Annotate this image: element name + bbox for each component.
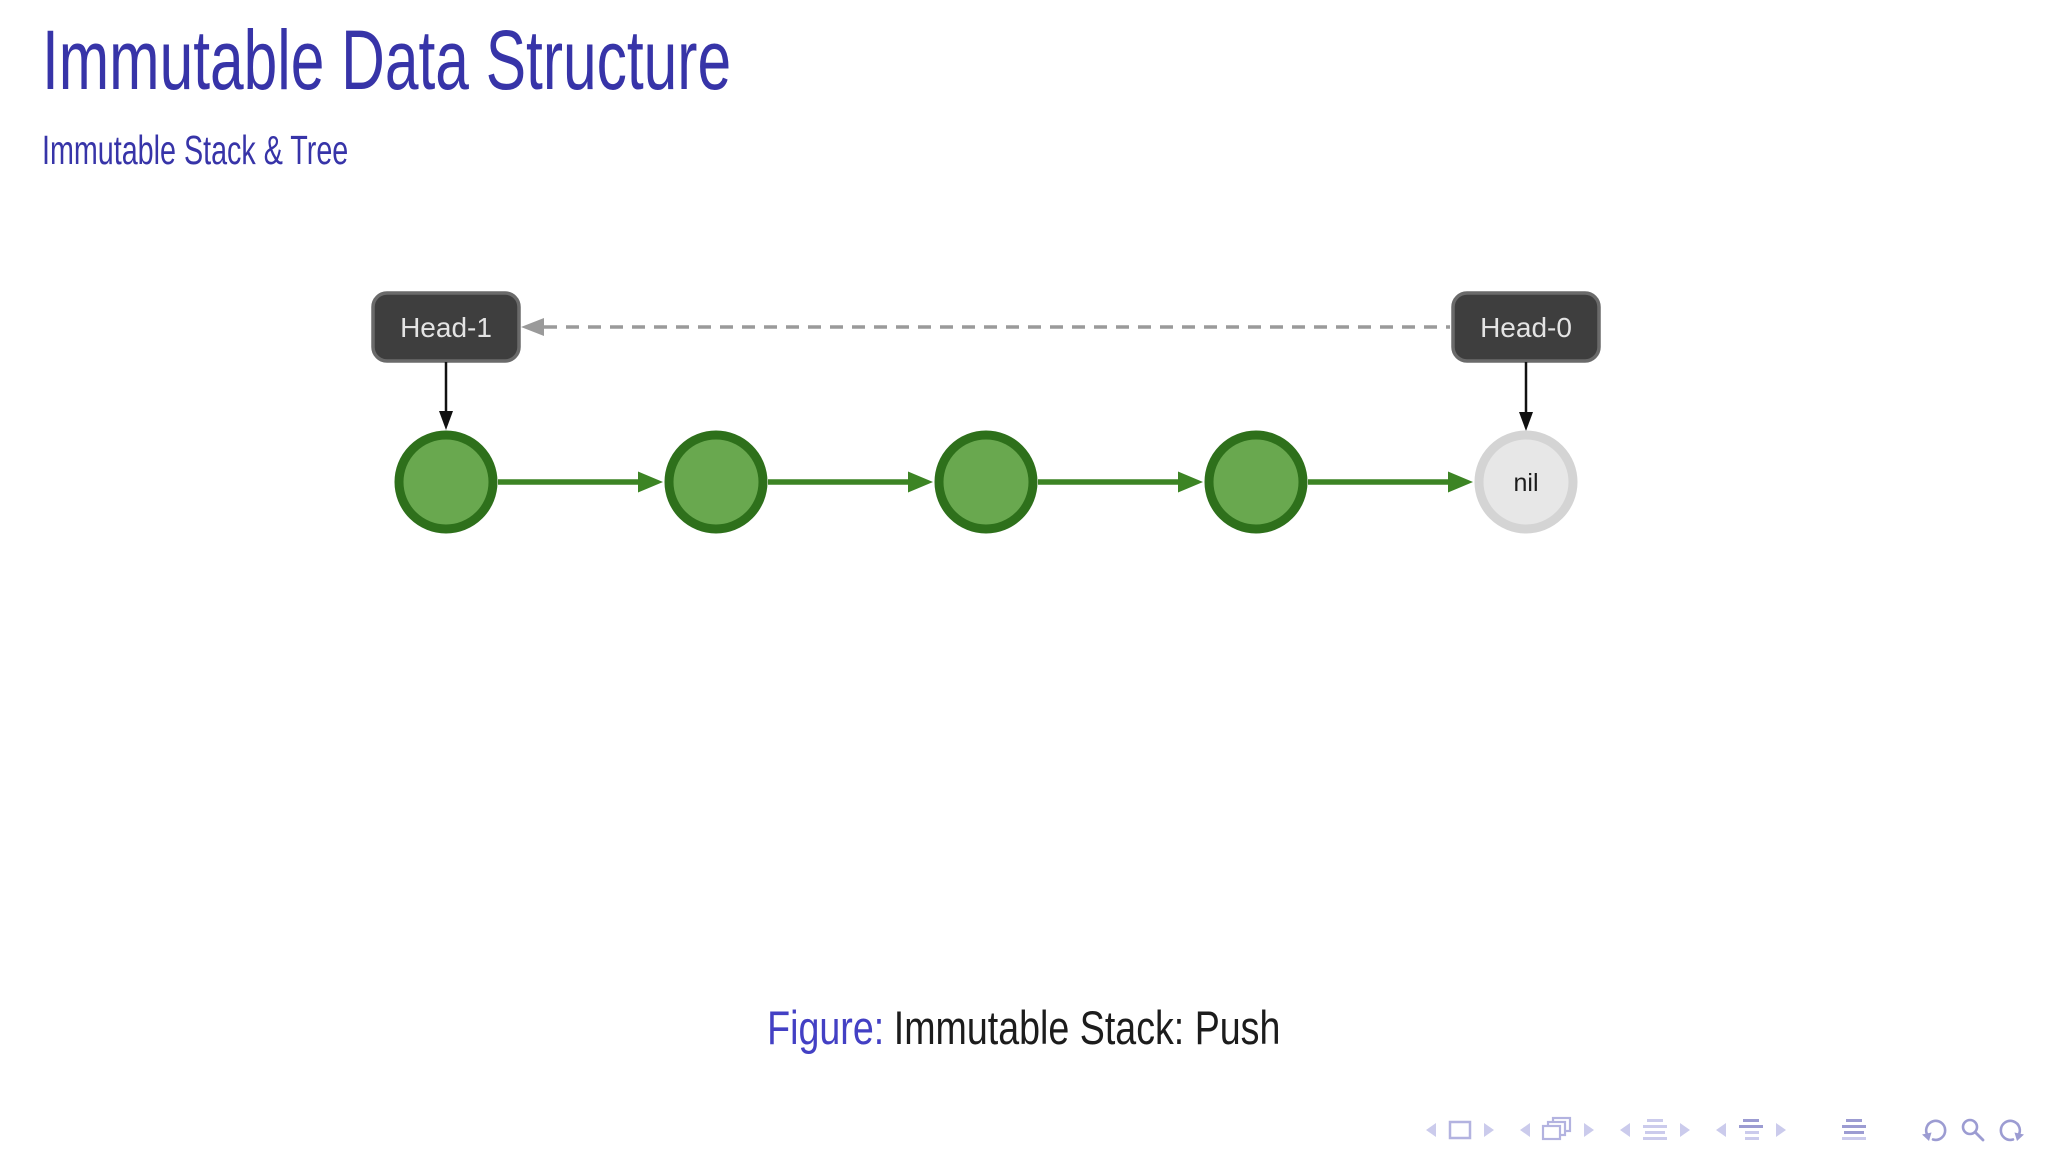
next-pointer-arrow [1308, 471, 1473, 493]
frames-overlay-icon[interactable] [1541, 1116, 1573, 1144]
page-title-text: Immutable Data Structure [42, 13, 732, 107]
head0-box: Head-0 [1451, 291, 1601, 363]
current-slide-icon[interactable] [1447, 1119, 1473, 1141]
nil-label: nil [1513, 469, 1538, 497]
stack-node-chain [394, 430, 1473, 534]
appendix-document-icon[interactable] [1840, 1117, 1868, 1143]
figure-caption-label: Figure: [767, 1001, 885, 1054]
prev-slide-icon[interactable] [1424, 1121, 1438, 1139]
page-subtitle-text: Immutable Stack & Tree [42, 127, 349, 173]
stack-node [394, 430, 498, 534]
next-pointer-arrow [768, 471, 933, 493]
next-slide-icon[interactable] [1482, 1121, 1496, 1139]
next-subsection-icon[interactable] [1774, 1121, 1788, 1139]
go-back-icon[interactable] [1920, 1116, 1950, 1144]
nil-node: nil [1474, 430, 1578, 534]
head1-down-arrow [439, 362, 453, 430]
head0-label: Head-0 [1480, 312, 1572, 343]
stack-node [664, 430, 768, 534]
dashed-pointer-arrow [521, 318, 1450, 336]
prev-subsection-icon[interactable] [1714, 1121, 1728, 1139]
page-subtitle: Immutable Stack & Tree [42, 127, 480, 173]
page-title: Immutable Data Structure [42, 13, 999, 107]
search-icon[interactable] [1959, 1116, 1987, 1144]
stack-node [1204, 430, 1308, 534]
head1-box: Head-1 [371, 291, 521, 363]
head1-label: Head-1 [400, 312, 492, 343]
prev-section-icon[interactable] [1618, 1121, 1632, 1139]
next-section-icon[interactable] [1678, 1121, 1692, 1139]
prev-frame-icon[interactable] [1518, 1121, 1532, 1139]
next-frame-icon[interactable] [1582, 1121, 1596, 1139]
stack-node [934, 430, 1038, 534]
beamer-nav-bar [1424, 1116, 2026, 1144]
figure-caption: Figure:Immutable Stack: Push [0, 1000, 2048, 1056]
section-list-icon[interactable] [1641, 1117, 1669, 1143]
head0-down-arrow [1519, 362, 1533, 431]
go-forward-icon[interactable] [1996, 1116, 2026, 1144]
figure-caption-text: Immutable Stack: Push [893, 1001, 1281, 1054]
next-pointer-arrow [1038, 471, 1203, 493]
next-pointer-arrow [498, 471, 663, 493]
subsection-list-icon[interactable] [1737, 1117, 1765, 1143]
